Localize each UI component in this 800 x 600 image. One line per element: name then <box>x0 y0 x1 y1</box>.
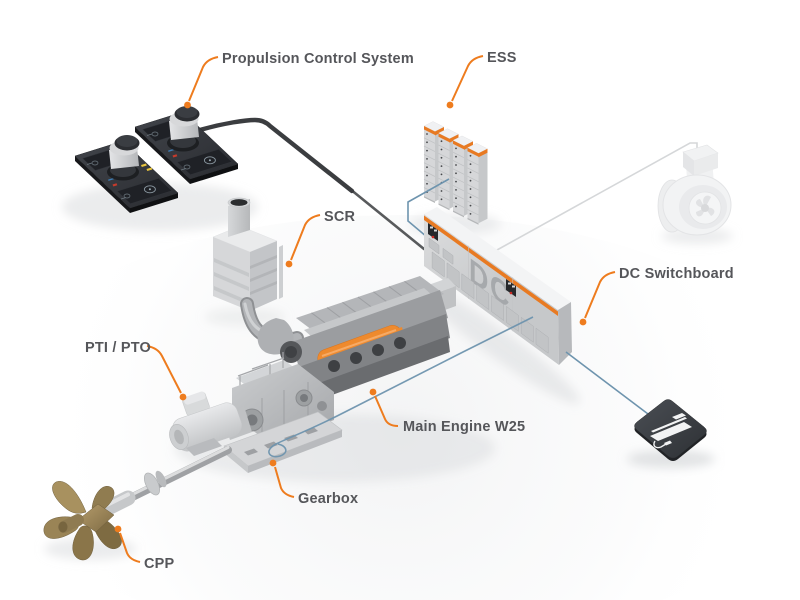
leader-dot <box>269 459 277 467</box>
vessel-icon <box>650 413 692 449</box>
leader-dc-switchboard <box>584 271 616 319</box>
leader-ess <box>451 55 484 102</box>
leader-dot <box>446 101 454 109</box>
cpp-propeller <box>43 481 122 561</box>
engine-exhaust-ports <box>328 337 406 372</box>
leader-pti-pto <box>146 345 182 394</box>
tunnel-thruster <box>657 144 732 236</box>
floor-shading <box>0 215 800 600</box>
leader-main-engine <box>374 395 399 427</box>
leader-lines <box>119 55 616 563</box>
main-engine <box>257 276 456 406</box>
label-scr: SCR <box>324 209 356 225</box>
leader-dot <box>184 101 191 109</box>
scr-unit <box>212 197 283 311</box>
switchboard-to-gearbox-line <box>268 316 534 458</box>
leader-dot <box>369 388 377 396</box>
label-main-engine: Main Engine W25 <box>403 419 525 435</box>
label-dc-switchboard: DC Switchboard <box>619 266 734 282</box>
switchboard-display-unit <box>506 279 516 297</box>
switchboard-to-shore-line <box>565 351 653 418</box>
engine-lower-block <box>296 314 450 394</box>
leader-cpp <box>119 532 141 563</box>
shaft-coupling <box>144 470 167 496</box>
ess-rack-column <box>467 142 488 226</box>
leader-gearbox <box>274 466 295 498</box>
label-propulsion-control-system: Propulsion Control System <box>222 51 414 67</box>
shore-connection-panel <box>634 399 707 461</box>
propeller-blade <box>72 525 94 561</box>
switchboard-top <box>424 207 571 310</box>
propeller-hub <box>77 503 115 533</box>
leader-propulsion-control-system <box>188 56 219 102</box>
scr-chimney-stack <box>227 197 251 237</box>
label-gearbox: Gearbox <box>298 491 358 507</box>
signal-cable <box>197 117 426 251</box>
label-ess: ESS <box>487 50 517 66</box>
propeller-blade <box>52 481 87 514</box>
switchboard-side <box>558 302 572 365</box>
label-pti-pto: PTI / PTO <box>85 340 151 356</box>
gearbox <box>223 352 343 473</box>
switchboard-orange-trim <box>424 215 558 316</box>
panel-indicator-lights <box>141 163 153 171</box>
leader-dots <box>114 101 587 533</box>
leader-dot <box>285 260 293 268</box>
leader-dot <box>579 318 587 326</box>
component-labels: Propulsion Control System ESS SCR DC Swi… <box>85 50 734 572</box>
ess-to-switchboard-line <box>407 178 450 238</box>
engine-base <box>300 336 450 406</box>
leader-dot <box>114 525 122 533</box>
switchboard-display-unit <box>428 223 438 241</box>
label-cpp: CPP <box>144 556 175 572</box>
leader-dot <box>179 393 187 401</box>
propulsion-control-panels <box>74 105 239 214</box>
pti-pto-motor <box>169 391 252 456</box>
leader-scr <box>290 214 321 261</box>
